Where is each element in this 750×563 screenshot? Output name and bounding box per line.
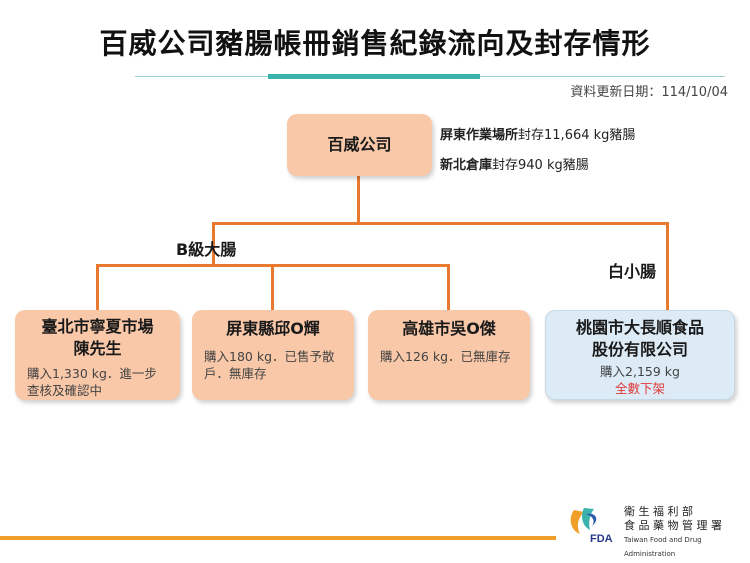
node-taoyuan-name-2: 股份有限公司: [591, 340, 688, 359]
agency-name-en: Taiwan Food and Drug Administration: [624, 536, 702, 558]
agency-name: 衛 生 福 利 部 食 品 藥 物 管 理 署 Taiwan Food and …: [624, 505, 750, 561]
connector-node2: [271, 264, 274, 310]
fda-logo-text: FDA: [590, 533, 613, 545]
root-node: 百威公司: [287, 114, 432, 176]
root-note-2: 新北倉庫封存940 kg豬腸: [440, 154, 589, 173]
node-kaohsiung: 高雄市吳O傑 購入126 kg．已無庫存: [368, 310, 530, 400]
branch-label-small-intestine: 白小腸: [608, 262, 657, 281]
agency-name-line1: 衛 生 福 利 部: [624, 505, 693, 518]
root-note-2-place: 新北倉庫: [440, 158, 493, 173]
root-note-1-text: 封存11,664 kg豬腸: [518, 128, 636, 143]
root-note-2-text: 封存940 kg豬腸: [492, 158, 589, 173]
node-kaohsiung-name: 高雄市吳O傑: [402, 319, 496, 338]
fda-logo: FDA: [570, 508, 613, 545]
root-note-1-place: 屏東作業場所: [440, 128, 519, 143]
title-divider-accent: [268, 74, 480, 79]
node-pingtung-detail: 購入180 kg．已售予散戶．無庫存: [204, 349, 335, 381]
connector-root-down: [357, 176, 360, 224]
update-date: 資料更新日期：114/10/04: [570, 85, 728, 100]
connector-b-down: [212, 222, 215, 266]
node-taoyuan-status: 全數下架: [614, 381, 665, 396]
node-taoyuan-name-1: 桃園市大長順食品: [575, 318, 704, 337]
connector-node3: [447, 264, 450, 310]
node-taipei-detail: 購入1,330 kg．進一步查核及確認中: [27, 366, 157, 398]
agency-name-line2: 食 品 藥 物 管 理 署: [624, 519, 722, 532]
node-pingtung: 屏東縣邱O輝 購入180 kg．已售予散戶．無庫存: [192, 310, 354, 400]
footer-accent-bar: [0, 536, 556, 540]
connector-node1: [96, 264, 99, 310]
node-kaohsiung-detail: 購入126 kg．已無庫存: [380, 349, 511, 364]
node-taoyuan-detail: 購入2,159 kg: [600, 364, 680, 379]
root-label: 百威公司: [327, 135, 392, 154]
node-taipei: 臺北市寧夏市場 陳先生 購入1,330 kg．進一步查核及確認中: [15, 310, 180, 400]
node-pingtung-name: 屏東縣邱O輝: [226, 319, 320, 338]
node-taipei-name-2: 陳先生: [73, 339, 122, 358]
connector-main-horizontal: [212, 222, 669, 225]
branch-label-b-grade: B級大腸: [176, 240, 237, 259]
page-title: 百威公司豬腸帳冊銷售紀錄流向及封存情形: [99, 27, 651, 60]
node-taipei-name-1: 臺北市寧夏市場: [41, 317, 154, 336]
root-note-1: 屏東作業場所封存11,664 kg豬腸: [440, 124, 635, 143]
connector-node4: [666, 222, 669, 310]
node-taoyuan: 桃園市大長順食品 股份有限公司 購入2,159 kg 全數下架: [545, 310, 735, 400]
